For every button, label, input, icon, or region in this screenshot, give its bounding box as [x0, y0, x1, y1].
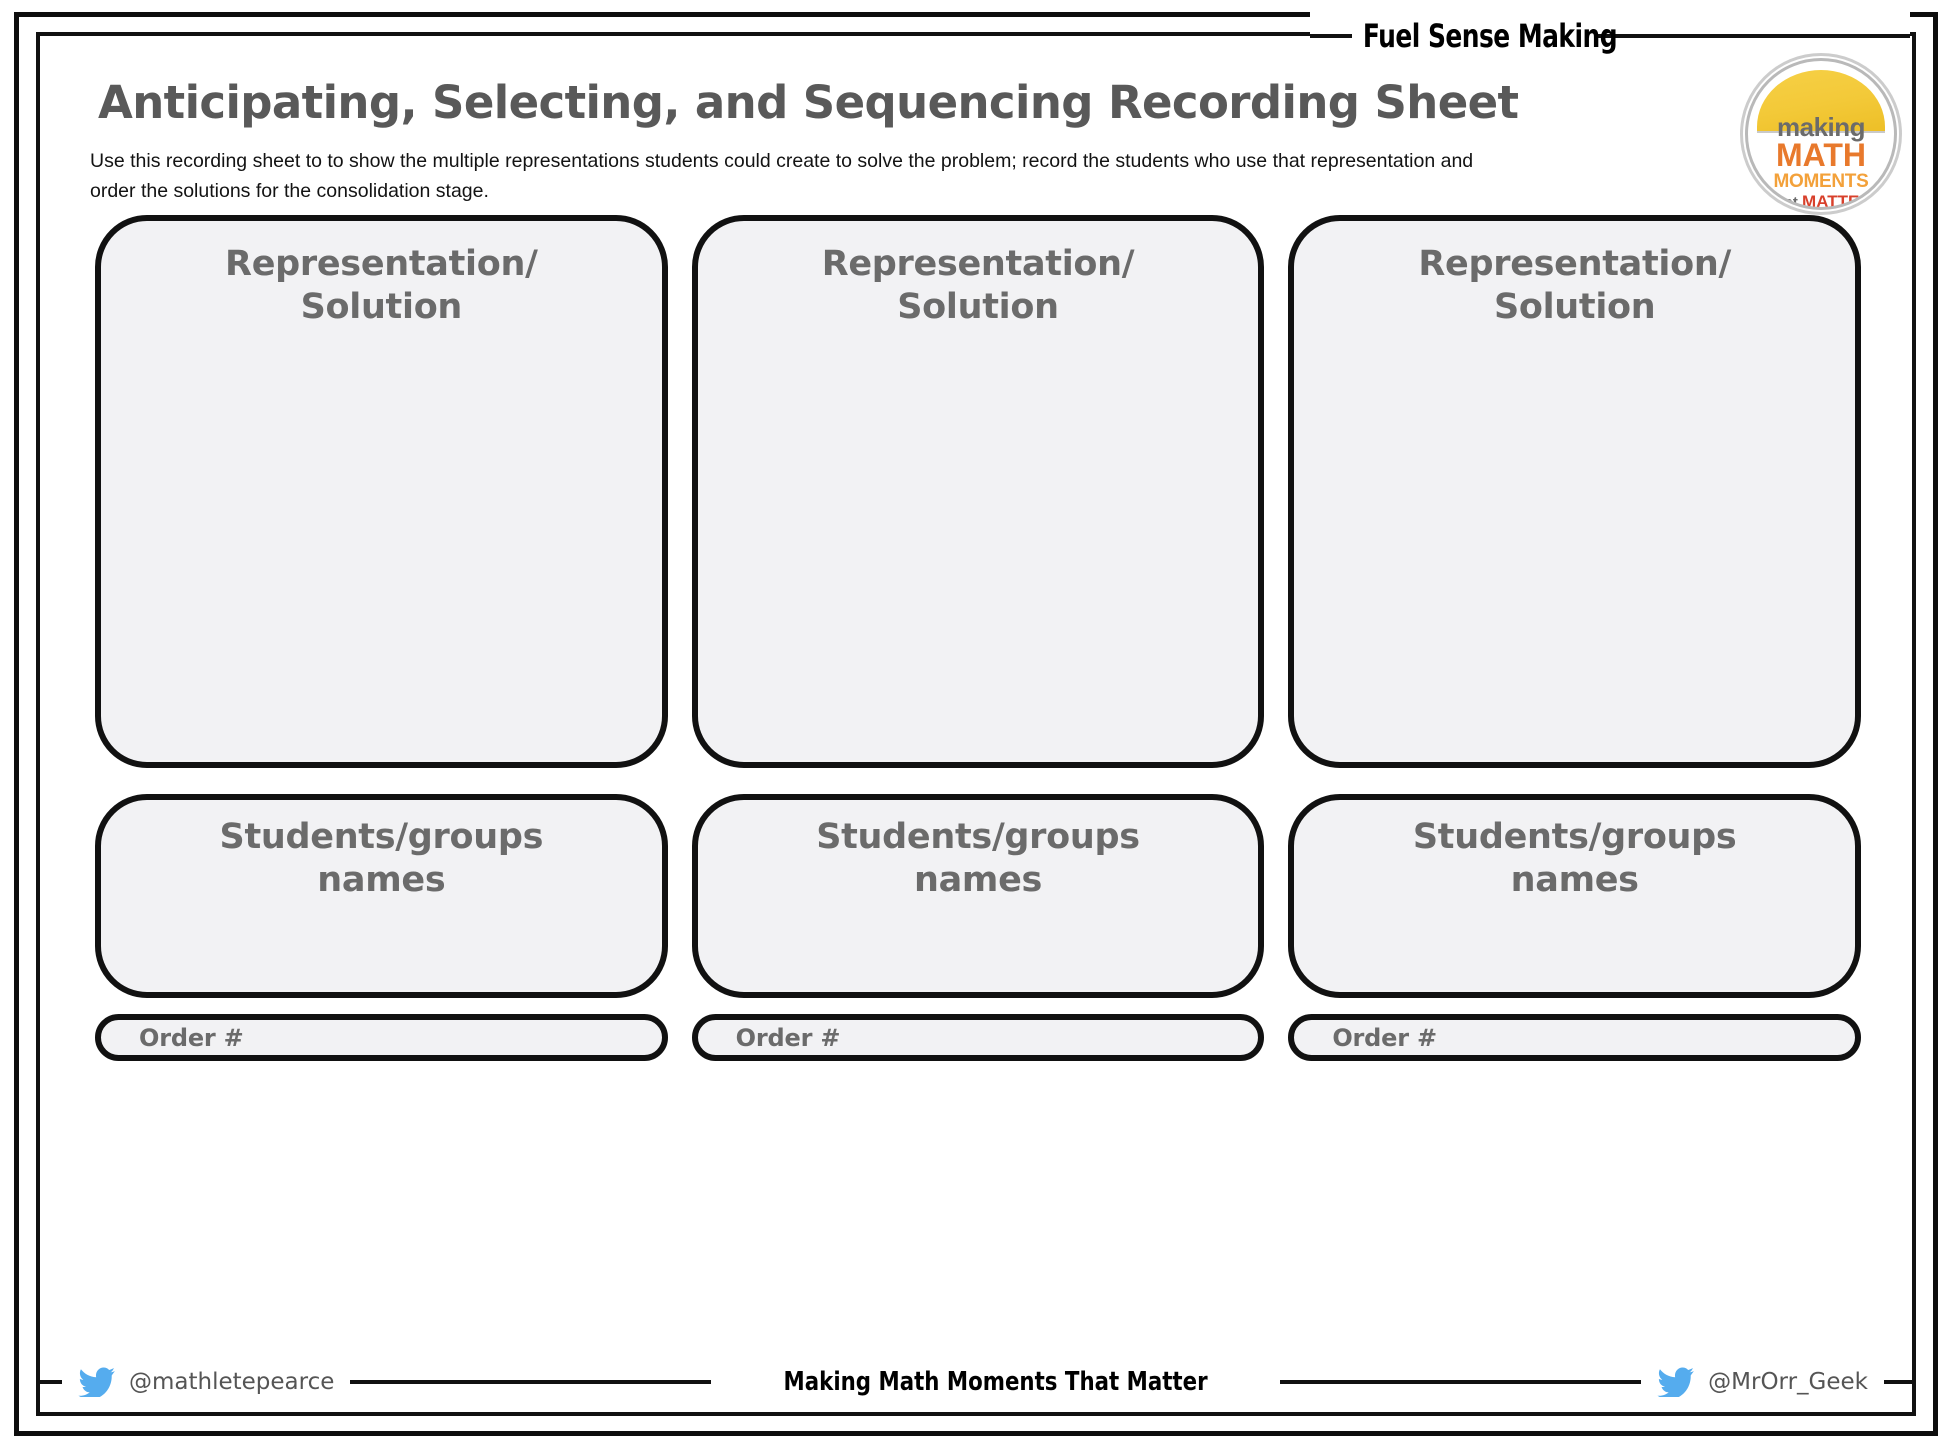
twitter-bird-icon — [1657, 1367, 1695, 1397]
logo-line-math: MATH — [1775, 136, 1867, 173]
footer: @mathletepearce Making Math Moments That… — [40, 1354, 1912, 1410]
footer-rule-stub-left — [40, 1380, 62, 1384]
order-box-3[interactable]: Order # — [1288, 1014, 1862, 1061]
representation-label-3: Representation/Solution — [1418, 244, 1731, 327]
order-label-1: Order # — [139, 1023, 244, 1052]
banner-rule-right — [1595, 34, 1910, 38]
twitter-bird-icon — [78, 1367, 115, 1397]
intro-paragraph: Use this recording sheet to to show the … — [90, 150, 1474, 203]
representation-label-1: Representation/Solution — [225, 244, 538, 327]
representation-box-1[interactable]: Representation/Solution — [95, 215, 668, 768]
logo-wordmark: making MATH MOMENTS that MATTER makemath… — [1748, 111, 1894, 210]
footer-handle-left-text: @mathletepearce — [129, 1369, 335, 1395]
footer-rule-right — [1280, 1380, 1642, 1384]
footer-rule-left — [350, 1380, 712, 1384]
banner-title: Fuel Sense Making — [1362, 17, 1618, 55]
order-box-2[interactable]: Order # — [691, 1014, 1265, 1061]
footer-handle-left[interactable]: @mathletepearce — [62, 1367, 351, 1397]
logo-line-that-matter: that MATTER — [1748, 191, 1894, 210]
banner: Fuel Sense Making — [1310, 10, 1910, 62]
logo-matter: MATTER — [1802, 191, 1872, 210]
logo-that: that — [1770, 193, 1803, 210]
representation-box-2[interactable]: Representation/Solution — [691, 215, 1265, 768]
banner-rule-left — [1310, 34, 1352, 38]
footer-handle-right-text: @MrOrr_Geek — [1708, 1369, 1868, 1395]
order-label-2: Order # — [735, 1023, 841, 1052]
page-title: Anticipating, Selecting, and Sequencing … — [98, 76, 1519, 129]
footer-rule-stub-right — [1884, 1380, 1912, 1384]
footer-center-text: Making Math Moments That Matter — [762, 1367, 1230, 1397]
representation-box-3[interactable]: Representation/Solution — [1288, 215, 1862, 768]
logo-disc: making MATH MOMENTS that MATTER makemath… — [1745, 58, 1897, 210]
outer-frame — [14, 12, 1938, 1436]
footer-handle-right[interactable]: @MrOrr_Geek — [1641, 1367, 1884, 1397]
representation-label-2: Representation/Solution — [821, 244, 1135, 327]
order-box-1[interactable]: Order # — [95, 1014, 668, 1061]
order-label-3: Order # — [1332, 1023, 1437, 1052]
inner-frame — [36, 32, 1916, 1416]
making-math-moments-logo: making MATH MOMENTS that MATTER makemath… — [1745, 58, 1897, 210]
logo-line-moments: MOMENTS — [1773, 170, 1869, 192]
logo-line-making: making — [1776, 111, 1866, 142]
